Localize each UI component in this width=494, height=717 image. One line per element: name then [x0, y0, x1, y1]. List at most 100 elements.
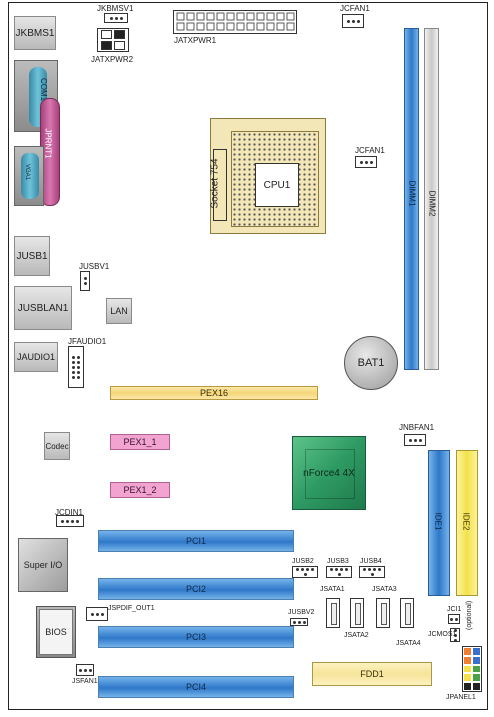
pci4-slot: PCI4: [98, 676, 294, 698]
jsata4-label: JSATA4: [396, 640, 421, 647]
dimm1-slot: DIMM1: [404, 28, 419, 370]
jcfan1-cpu-label: JCFAN1: [355, 146, 385, 155]
atx-pin: [226, 22, 235, 31]
bios-label: BIOS: [45, 627, 67, 637]
jatxpwr1-label: JATXPWR1: [174, 36, 217, 45]
cpu-socket-754: CPU1 Socket 754: [210, 118, 326, 234]
bat1-label: BAT1: [357, 357, 385, 369]
pci2-slot: PCI2: [98, 578, 294, 600]
pex1-1-slot: PEX1_1: [110, 434, 170, 450]
atx-pin: [276, 22, 285, 31]
board-outline: [8, 2, 488, 710]
codec-chip: Codec: [44, 432, 70, 460]
jspdif-label: JSPDIF_OUT1: [108, 605, 155, 612]
jsata3-connector: [376, 598, 390, 628]
atx-pin: [176, 22, 185, 31]
jcdin1-header: [56, 515, 84, 527]
atx-pin: [226, 12, 235, 21]
vga-label: VGA1: [24, 163, 31, 181]
jcfan1-top-header: [342, 14, 364, 28]
cpu1: CPU1: [255, 163, 299, 207]
atx-pin: [216, 12, 225, 21]
jusb3-header: [326, 566, 352, 578]
jusb4-header: [359, 566, 385, 578]
bios-label-plate: BIOS: [39, 609, 73, 655]
jsata2-connector: [350, 598, 364, 628]
jatxpwr2-connector: [97, 28, 129, 52]
pex16-slot: PEX16: [110, 386, 318, 400]
jsata2-label: JSATA2: [344, 632, 369, 639]
jusbv1-header: [80, 271, 90, 291]
jkbms1-ps2-connector: JKBMS1: [14, 16, 56, 50]
atx-pin: [246, 22, 255, 31]
jusb1-port: JUSB1: [14, 236, 50, 276]
atx-pin: [286, 22, 295, 31]
jusblan1-label: JUSBLAN1: [17, 302, 69, 314]
pci4-label: PCI4: [185, 682, 206, 692]
dimm2-label: DIMM2: [427, 190, 437, 217]
vga-port: VGA1: [14, 146, 44, 206]
socket-label: Socket 754: [209, 158, 221, 209]
cpu1-label: CPU1: [263, 179, 291, 191]
jnbfan1-label: JNBFAN1: [399, 423, 435, 432]
pci3-label: PCI3: [185, 632, 206, 642]
jsfan1-header: [76, 664, 94, 676]
jaudio1-port: JAUDIO1: [14, 342, 58, 372]
jnbfan1-header: [404, 434, 426, 446]
jpanel1-header: [462, 646, 482, 692]
atx-pin: [196, 12, 205, 21]
jsfan1-label: JSFAN1: [72, 678, 98, 685]
jusblan1-port: JUSBLAN1: [14, 286, 72, 330]
bat1-battery: BAT1: [344, 336, 398, 390]
jusbv1-label: JUSBV1: [79, 262, 110, 271]
atx-pin: [276, 12, 285, 21]
atx-pin: [216, 22, 225, 31]
pex1-1-label: PEX1_1: [123, 437, 157, 447]
jatxpwr2-label: JATXPWR2: [91, 55, 134, 64]
atx-pin: [266, 22, 275, 31]
jci1-header: [448, 614, 460, 624]
jusb3-label: JUSB3: [327, 558, 349, 565]
jkbmsv1-label: JKBMSV1: [97, 4, 134, 13]
atx-pin: [266, 12, 275, 21]
pex16-label: PEX16: [199, 388, 229, 398]
atx-pin: [236, 12, 245, 21]
jatxpwr1-connector: [173, 10, 297, 34]
jcfan1-cpu-header: [355, 156, 377, 168]
atx-pin: [206, 12, 215, 21]
pci1-slot: PCI1: [98, 530, 294, 552]
jfaudio1-header: [68, 346, 84, 388]
jpanel1-label: JPANEL1: [446, 694, 476, 701]
bios-chip: BIOS: [36, 606, 76, 658]
jatxpwr1-pins: [176, 12, 295, 31]
pex1-2-label: PEX1_2: [123, 485, 157, 495]
jusb4-label: JUSB4: [360, 558, 382, 565]
jci1-label: JCI1: [447, 606, 462, 613]
pci3-slot: PCI3: [98, 626, 294, 648]
atx-pin: [186, 22, 195, 31]
jsata4-connector: [400, 598, 414, 628]
jkbms1-label: JKBMS1: [15, 27, 55, 39]
jusb2-label: JUSB2: [292, 558, 314, 565]
jkbmsv1-header: [104, 13, 128, 23]
ide2-connector: IDE2: [456, 450, 478, 596]
atx-pin: [246, 12, 255, 21]
jcfan1-top-label: JCFAN1: [340, 4, 370, 13]
lan-label: LAN: [110, 306, 128, 316]
socket-lever: Socket 754: [209, 149, 227, 221]
fdd1-connector: FDD1: [312, 662, 432, 686]
super-io-chip: Super I/O: [18, 538, 68, 592]
optional-label: (optional): [466, 600, 473, 630]
atx-pin: [256, 22, 265, 31]
pci1-label: PCI1: [185, 536, 206, 546]
dimm1-label: DIMM1: [407, 180, 417, 207]
fdd1-label: FDD1: [360, 669, 384, 679]
atx-pin: [196, 22, 205, 31]
jusb2-header: [292, 566, 318, 578]
nforce-label: nForce4 4X: [303, 467, 355, 479]
ide1-label: IDE1: [433, 512, 443, 531]
lan-chip: LAN: [106, 298, 132, 324]
atx-pin: [206, 22, 215, 31]
atx-pin: [236, 22, 245, 31]
